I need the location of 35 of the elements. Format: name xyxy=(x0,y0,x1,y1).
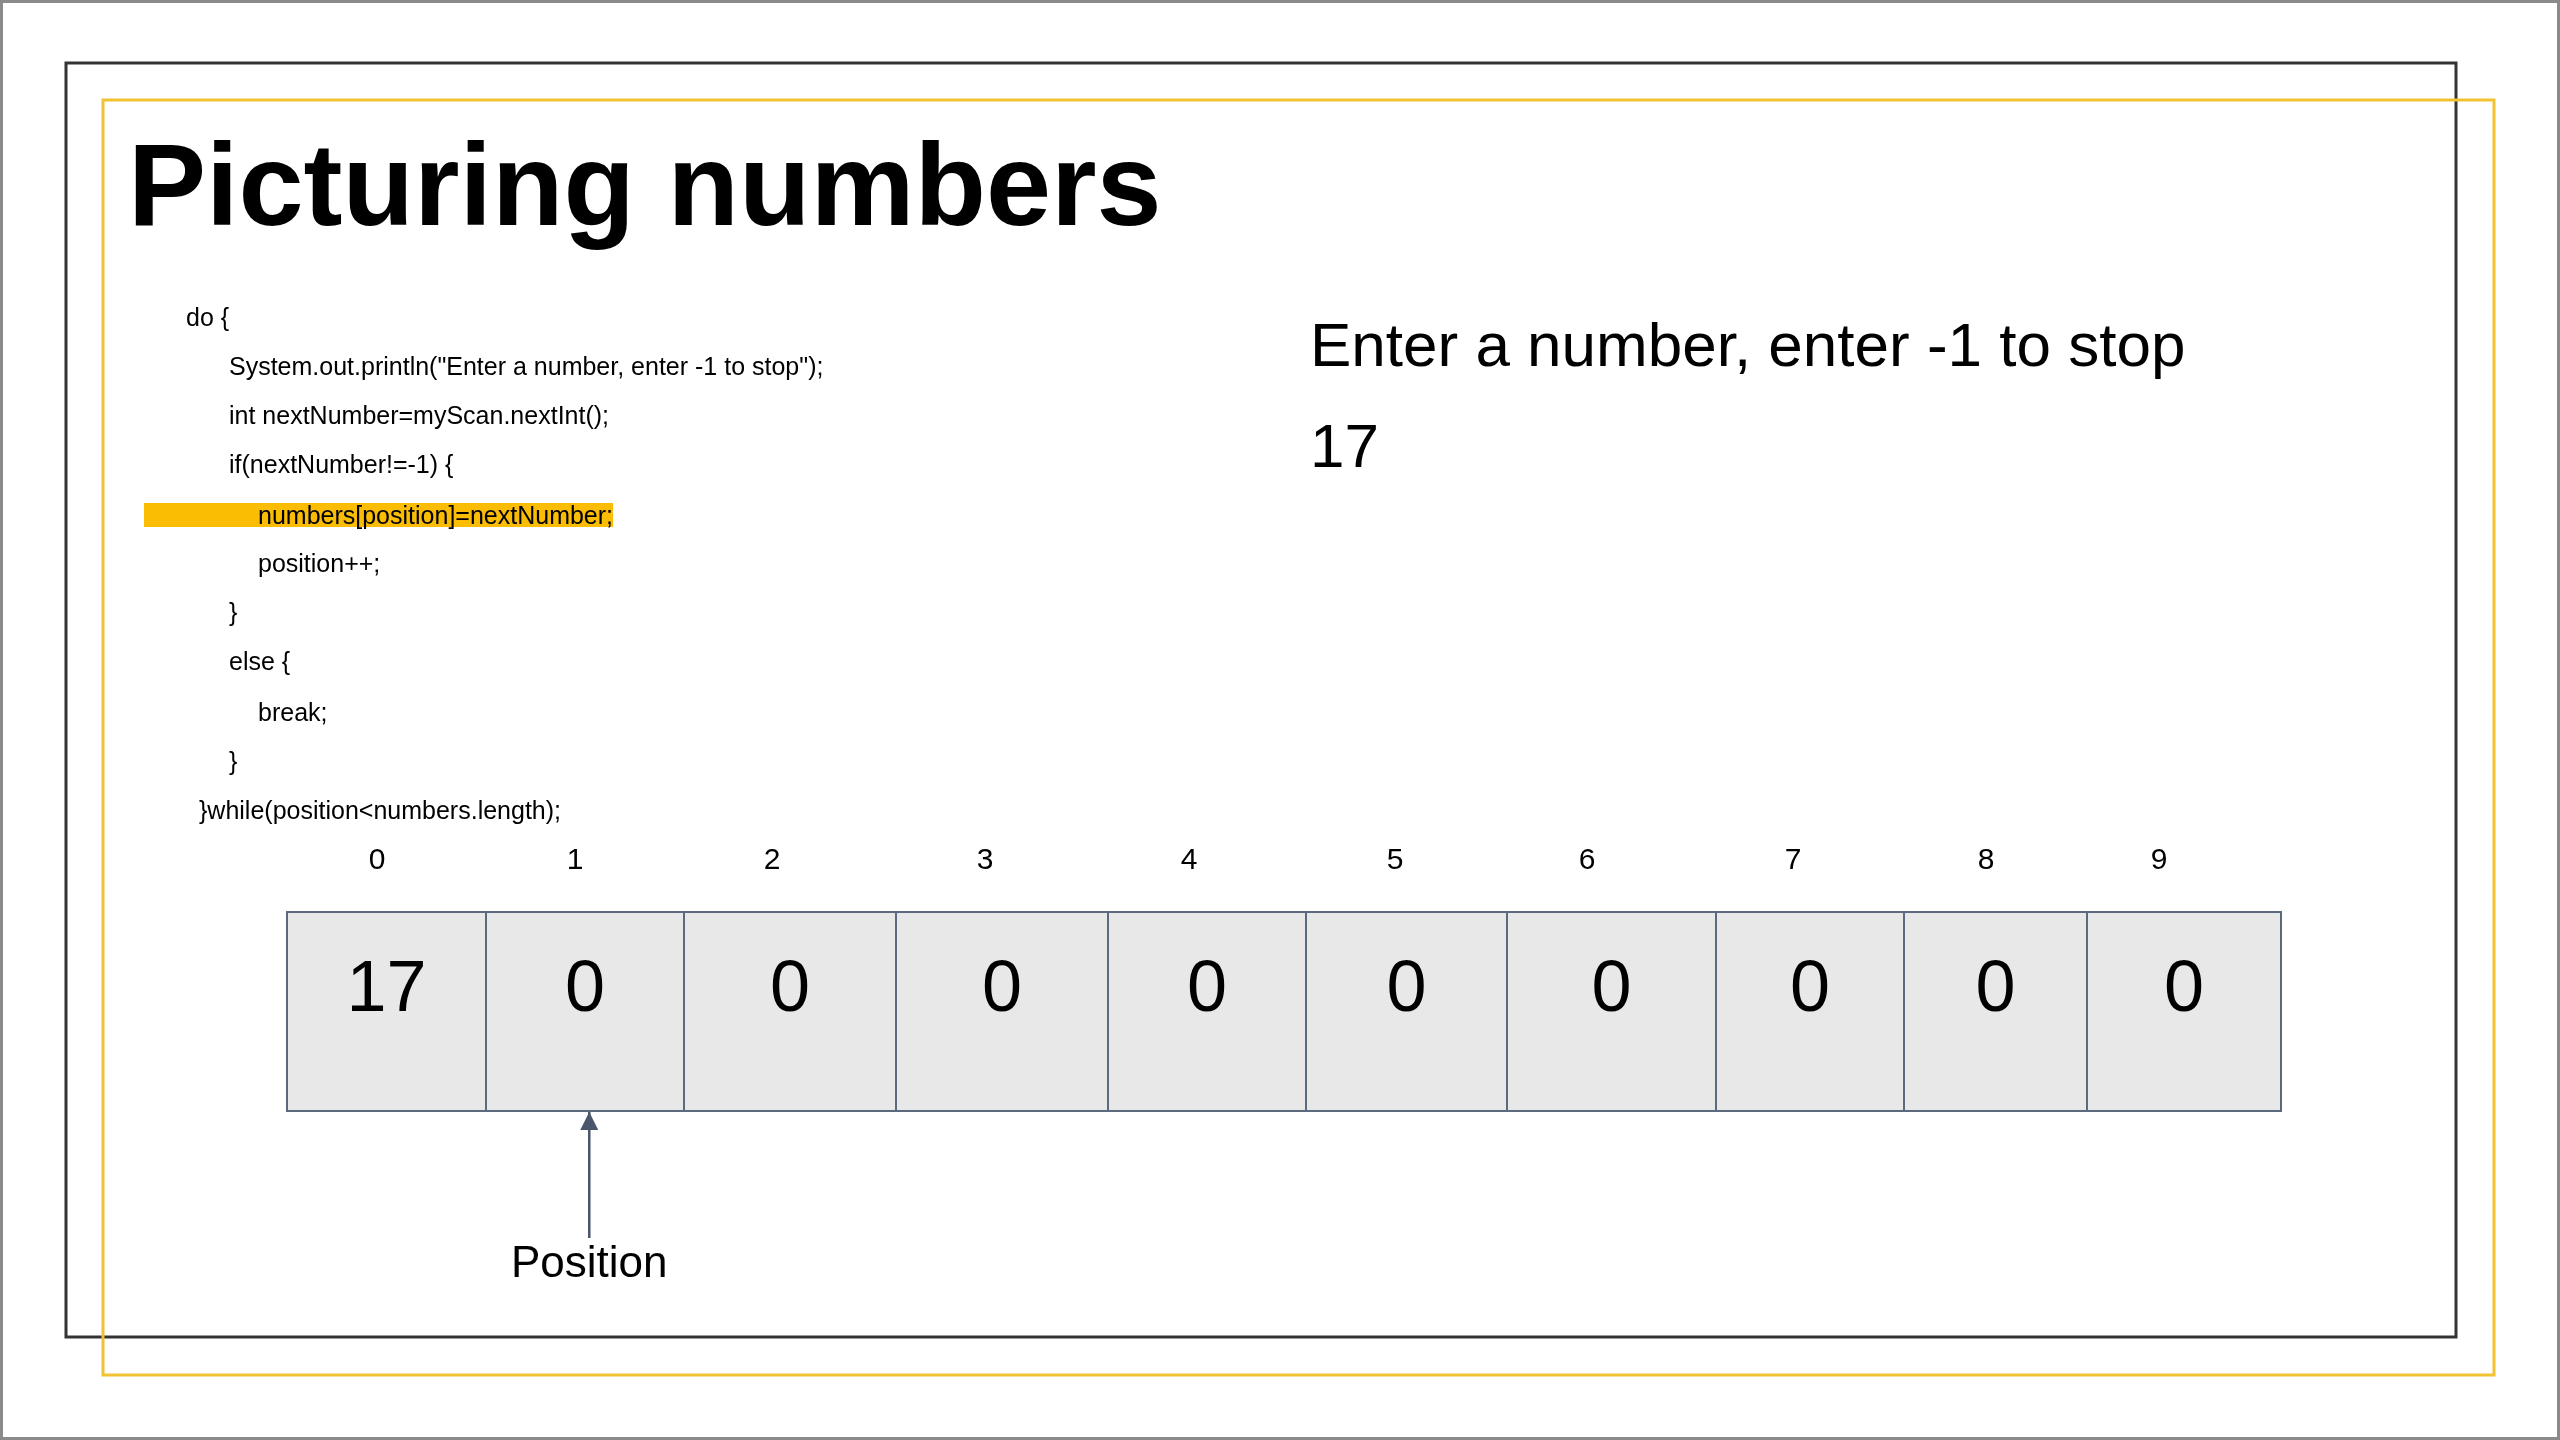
array-cell: 0 xyxy=(1305,911,1508,1112)
array-index: 3 xyxy=(976,841,994,877)
array-index: 6 xyxy=(1578,841,1596,877)
code-line: } xyxy=(229,746,238,776)
array-cell: 0 xyxy=(1506,911,1717,1112)
array-cell: 17 xyxy=(286,911,487,1112)
array-index: 9 xyxy=(2150,841,2168,877)
slide-title: Picturing numbers xyxy=(128,118,1162,252)
array-index: 5 xyxy=(1386,841,1404,877)
array-cell: 0 xyxy=(2086,911,2282,1112)
code-line: int nextNumber=myScan.nextInt(); xyxy=(229,400,610,430)
code-line: else { xyxy=(229,646,291,676)
array-cell: 0 xyxy=(485,911,685,1112)
prompt-text: Enter a number, enter -1 to stop xyxy=(1310,309,2186,381)
array-index: 4 xyxy=(1180,841,1198,877)
array-index: 0 xyxy=(368,841,386,877)
pointer-arrow xyxy=(580,1112,599,1238)
array-cell: 0 xyxy=(1715,911,1905,1112)
array-index: 2 xyxy=(763,841,781,877)
code-line: break; xyxy=(258,697,328,727)
array-index: 8 xyxy=(1977,841,1995,877)
array-cell: 0 xyxy=(895,911,1109,1112)
code-line: position++; xyxy=(258,548,381,578)
code-line: } xyxy=(229,597,238,627)
array-index: 1 xyxy=(566,841,584,877)
array-cell: 0 xyxy=(1903,911,2088,1112)
pointer-label: Position xyxy=(511,1238,668,1286)
code-line: System.out.println("Enter a number, enter -1 to stop"); xyxy=(229,351,824,381)
code-line: if(nextNumber!=-1) { xyxy=(229,449,454,479)
array-index: 7 xyxy=(1784,841,1802,877)
code-line: do { xyxy=(186,302,230,332)
code-line: }while(position<numbers.length); xyxy=(199,795,561,825)
array-cell: 0 xyxy=(683,911,897,1112)
array-cell: 0 xyxy=(1107,911,1307,1112)
input-value: 17 xyxy=(1310,410,1379,482)
